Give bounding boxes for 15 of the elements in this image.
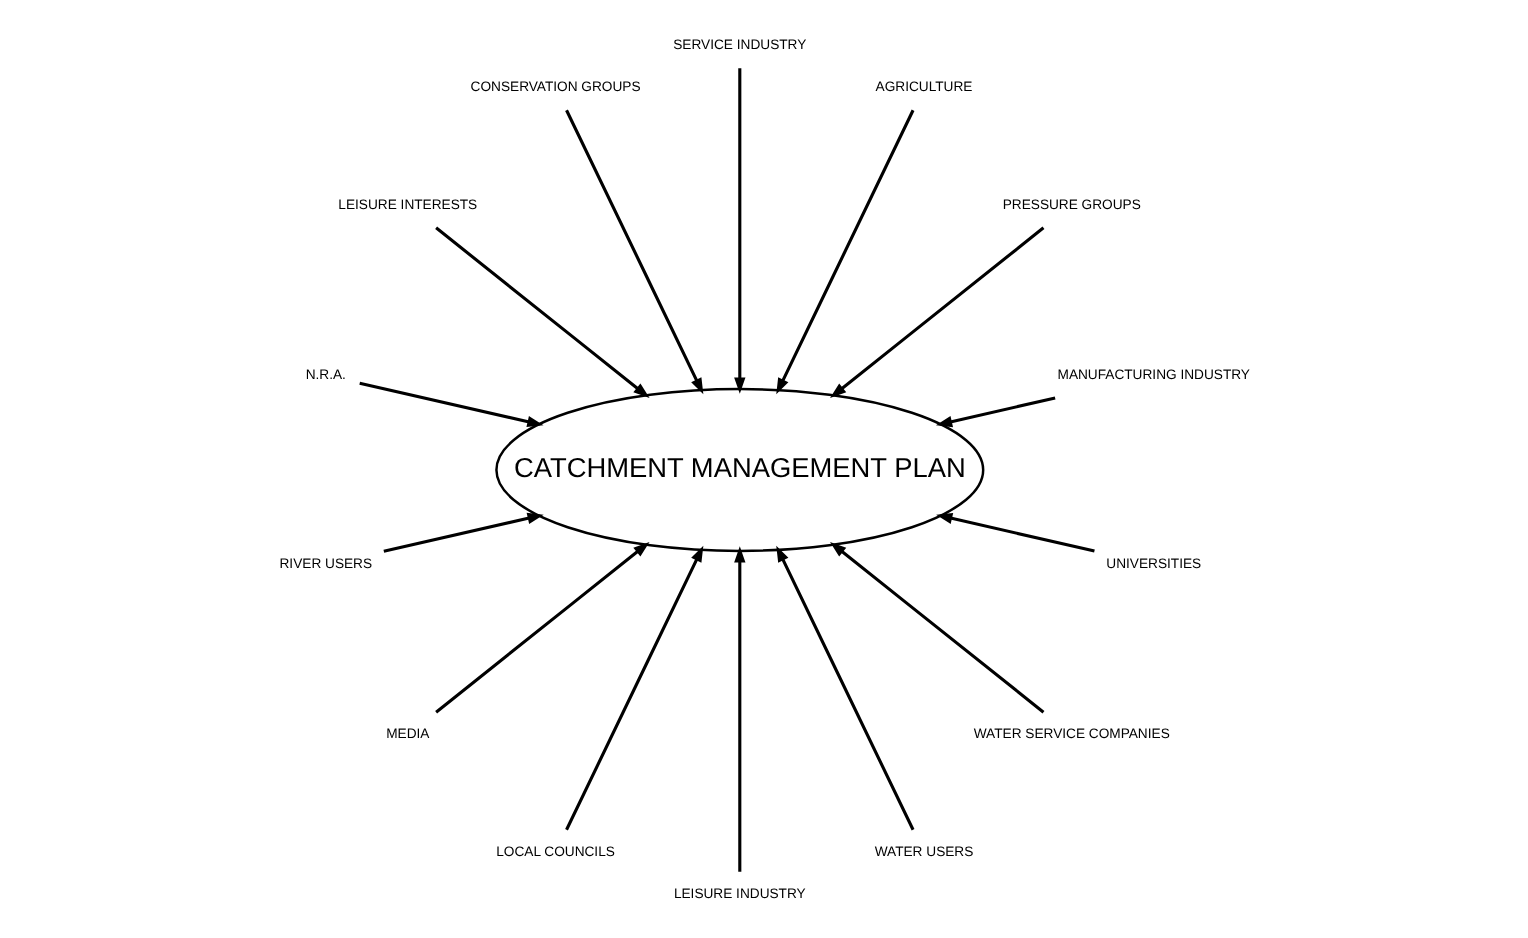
arrow xyxy=(733,67,745,393)
arrow xyxy=(564,544,703,830)
arrow xyxy=(829,225,1044,398)
arrow xyxy=(382,511,543,552)
arrow xyxy=(733,545,745,871)
arrow xyxy=(358,380,543,427)
arrow xyxy=(775,544,914,830)
arrow xyxy=(564,108,703,394)
node-ellipse: CATCHMENT MANAGEMENT PLAN xyxy=(494,386,984,552)
arrow xyxy=(935,511,1094,552)
arrow xyxy=(829,540,1044,713)
arrow xyxy=(934,395,1055,427)
arrow xyxy=(434,540,649,713)
arrow xyxy=(775,108,914,394)
arrow xyxy=(434,225,649,398)
